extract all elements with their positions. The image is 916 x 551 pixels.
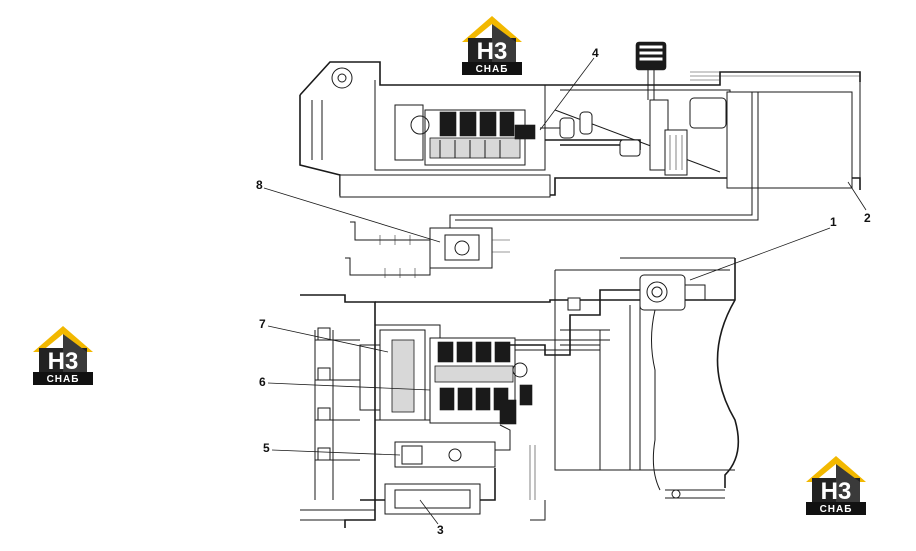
callout-5: 5 [263,441,270,455]
callout-8: 8 [256,178,263,192]
logo-letters: H3 [477,38,508,65]
logo-letters: H3 [821,478,852,505]
callout-7: 7 [259,317,266,331]
logo-letters: H3 [48,348,79,375]
fuel-unit [394,424,511,468]
side-view [299,41,861,198]
middle-assembly [345,92,759,278]
brand-logo-top: H3 CHAБ [462,16,522,75]
brand-logo-left: H3 CHAБ [33,326,93,385]
callout-leaders [263,57,867,525]
logo-text: CHAБ [47,374,80,385]
air-filter [639,274,706,311]
left-track [300,327,375,521]
callout-6: 6 [259,375,266,389]
radiator [359,329,426,421]
brand-logo-right: H3 CHAБ [806,456,866,515]
callout-3: 3 [437,523,444,537]
lower-unit [360,468,496,515]
callout-2: 2 [864,211,871,225]
engine-side [394,104,536,166]
engine-plan [429,337,533,425]
callouts: 1 2 3 4 5 6 7 8 [256,46,871,537]
callout-4: 4 [592,46,599,60]
callout-1: 1 [830,215,837,229]
logo-text: CHAБ [820,504,853,515]
logo-text: CHAБ [476,64,509,75]
plan-view [300,257,740,528]
